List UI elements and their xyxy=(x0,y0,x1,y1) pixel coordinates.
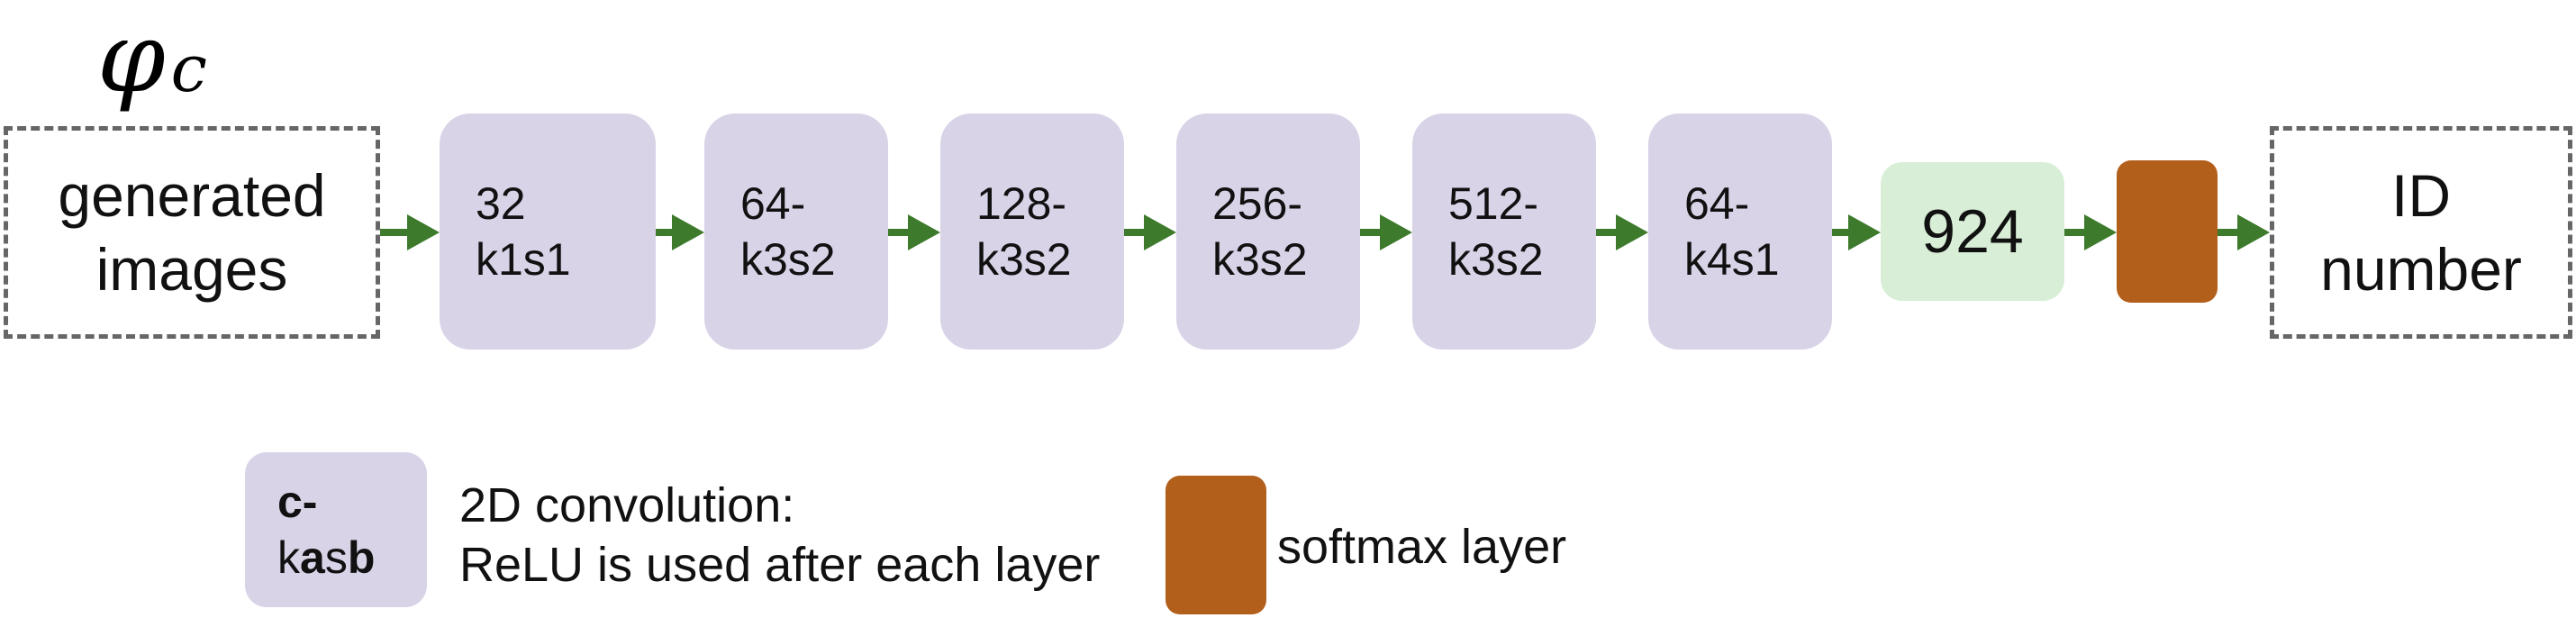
softmax-layer xyxy=(2117,160,2218,303)
output-label-line2: number xyxy=(2320,236,2522,303)
arrow-input-to-conv1 xyxy=(380,214,440,250)
arrow-conv5-to-conv6 xyxy=(1596,214,1648,250)
conv-layer-1-line1: 32 xyxy=(476,178,526,229)
conv-layer-2: 64- k3s2 xyxy=(704,114,888,350)
conv-layer-4-line1: 256- xyxy=(1212,178,1303,229)
arrow-fc-to-softmax xyxy=(2064,214,2117,250)
arrow-conv4-to-conv5 xyxy=(1360,214,1412,250)
arrow-conv3-to-conv4 xyxy=(1124,214,1176,250)
legend-softmax-label: softmax layer xyxy=(1277,520,1567,574)
legend-conv-box: c- kasb xyxy=(245,452,427,607)
legend-conv-desc-line1: 2D convolution: xyxy=(459,478,795,532)
fc-layer-label: 924 xyxy=(1921,197,2024,266)
arrow-conv2-to-conv3 xyxy=(888,214,940,250)
conv-layer-1: 32 k1s1 xyxy=(440,114,656,350)
output-box: ID number xyxy=(2270,126,2572,339)
legend-conv-params: kasb xyxy=(277,532,376,583)
arrow-conv1-to-conv2 xyxy=(656,214,704,250)
conv-layer-5-line2: k3s2 xyxy=(1448,234,1544,285)
conv-layer-4: 256- k3s2 xyxy=(1176,114,1360,350)
network-symbol: φc xyxy=(97,0,207,117)
legend-conv-desc-line2: ReLU is used after each layer xyxy=(459,538,1101,592)
arrow-softmax-to-output xyxy=(2218,214,2270,250)
input-label-line2: images xyxy=(95,236,288,303)
input-box: generated images xyxy=(4,126,380,339)
conv-layer-3: 128- k3s2 xyxy=(940,114,1124,350)
phi-subscript: c xyxy=(170,31,207,106)
input-label-line1: generated xyxy=(58,162,326,229)
conv-layer-5-line1: 512- xyxy=(1448,178,1539,229)
fc-layer: 924 xyxy=(1881,162,2064,301)
conv-layer-3-line1: 128- xyxy=(976,178,1067,229)
legend-softmax-box xyxy=(1166,476,1266,614)
output-label-line1: ID xyxy=(2391,162,2451,229)
conv-layer-5: 512- k3s2 xyxy=(1412,114,1596,350)
conv-layer-2-line2: k3s2 xyxy=(740,234,836,285)
conv-layer-6-line1: 64- xyxy=(1684,178,1750,229)
legend-conv-c: c- xyxy=(277,477,318,527)
legend-conv-description: 2D convolution: ReLU is used after each … xyxy=(459,476,1100,595)
conv-layer-2-line1: 64- xyxy=(740,178,806,229)
phi-symbol: φ xyxy=(97,2,166,114)
conv-layer-6-line2: k4s1 xyxy=(1684,234,1780,285)
conv-layer-3-line2: k3s2 xyxy=(976,234,1072,285)
conv-layer-6: 64- k4s1 xyxy=(1648,114,1832,350)
arrow-conv6-to-fc xyxy=(1832,214,1881,250)
conv-layer-4-line2: k3s2 xyxy=(1212,234,1308,285)
conv-layer-1-line2: k1s1 xyxy=(476,234,571,285)
